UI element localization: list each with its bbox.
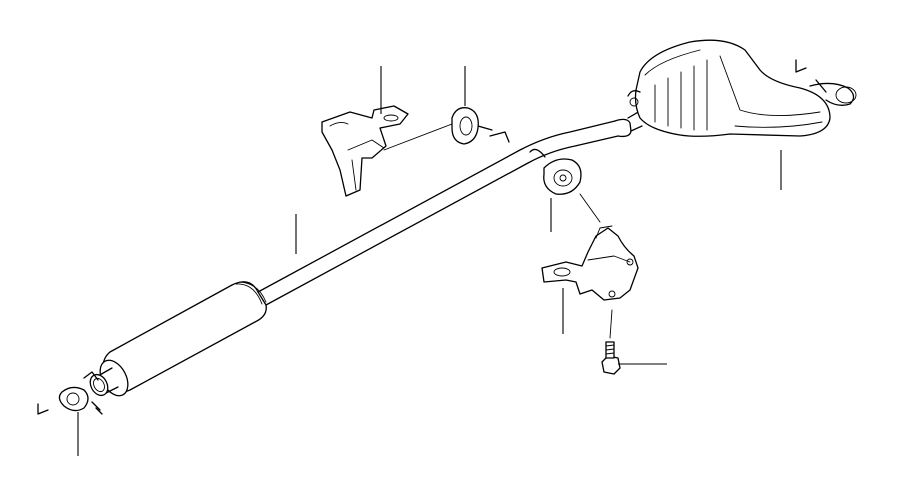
rear-rubber-hanger	[543, 158, 601, 223]
rear-bracket	[541, 225, 639, 301]
front-silencer-pipe	[89, 110, 643, 397]
break-mark-front	[37, 403, 49, 415]
front-bracket	[321, 105, 409, 197]
bolt	[601, 309, 621, 375]
break-mark-rear	[795, 59, 807, 73]
clamp	[58, 371, 103, 415]
rear-silencer	[627, 39, 857, 137]
callout-leaders	[37, 59, 807, 456]
front-rubber-hanger	[383, 107, 493, 151]
